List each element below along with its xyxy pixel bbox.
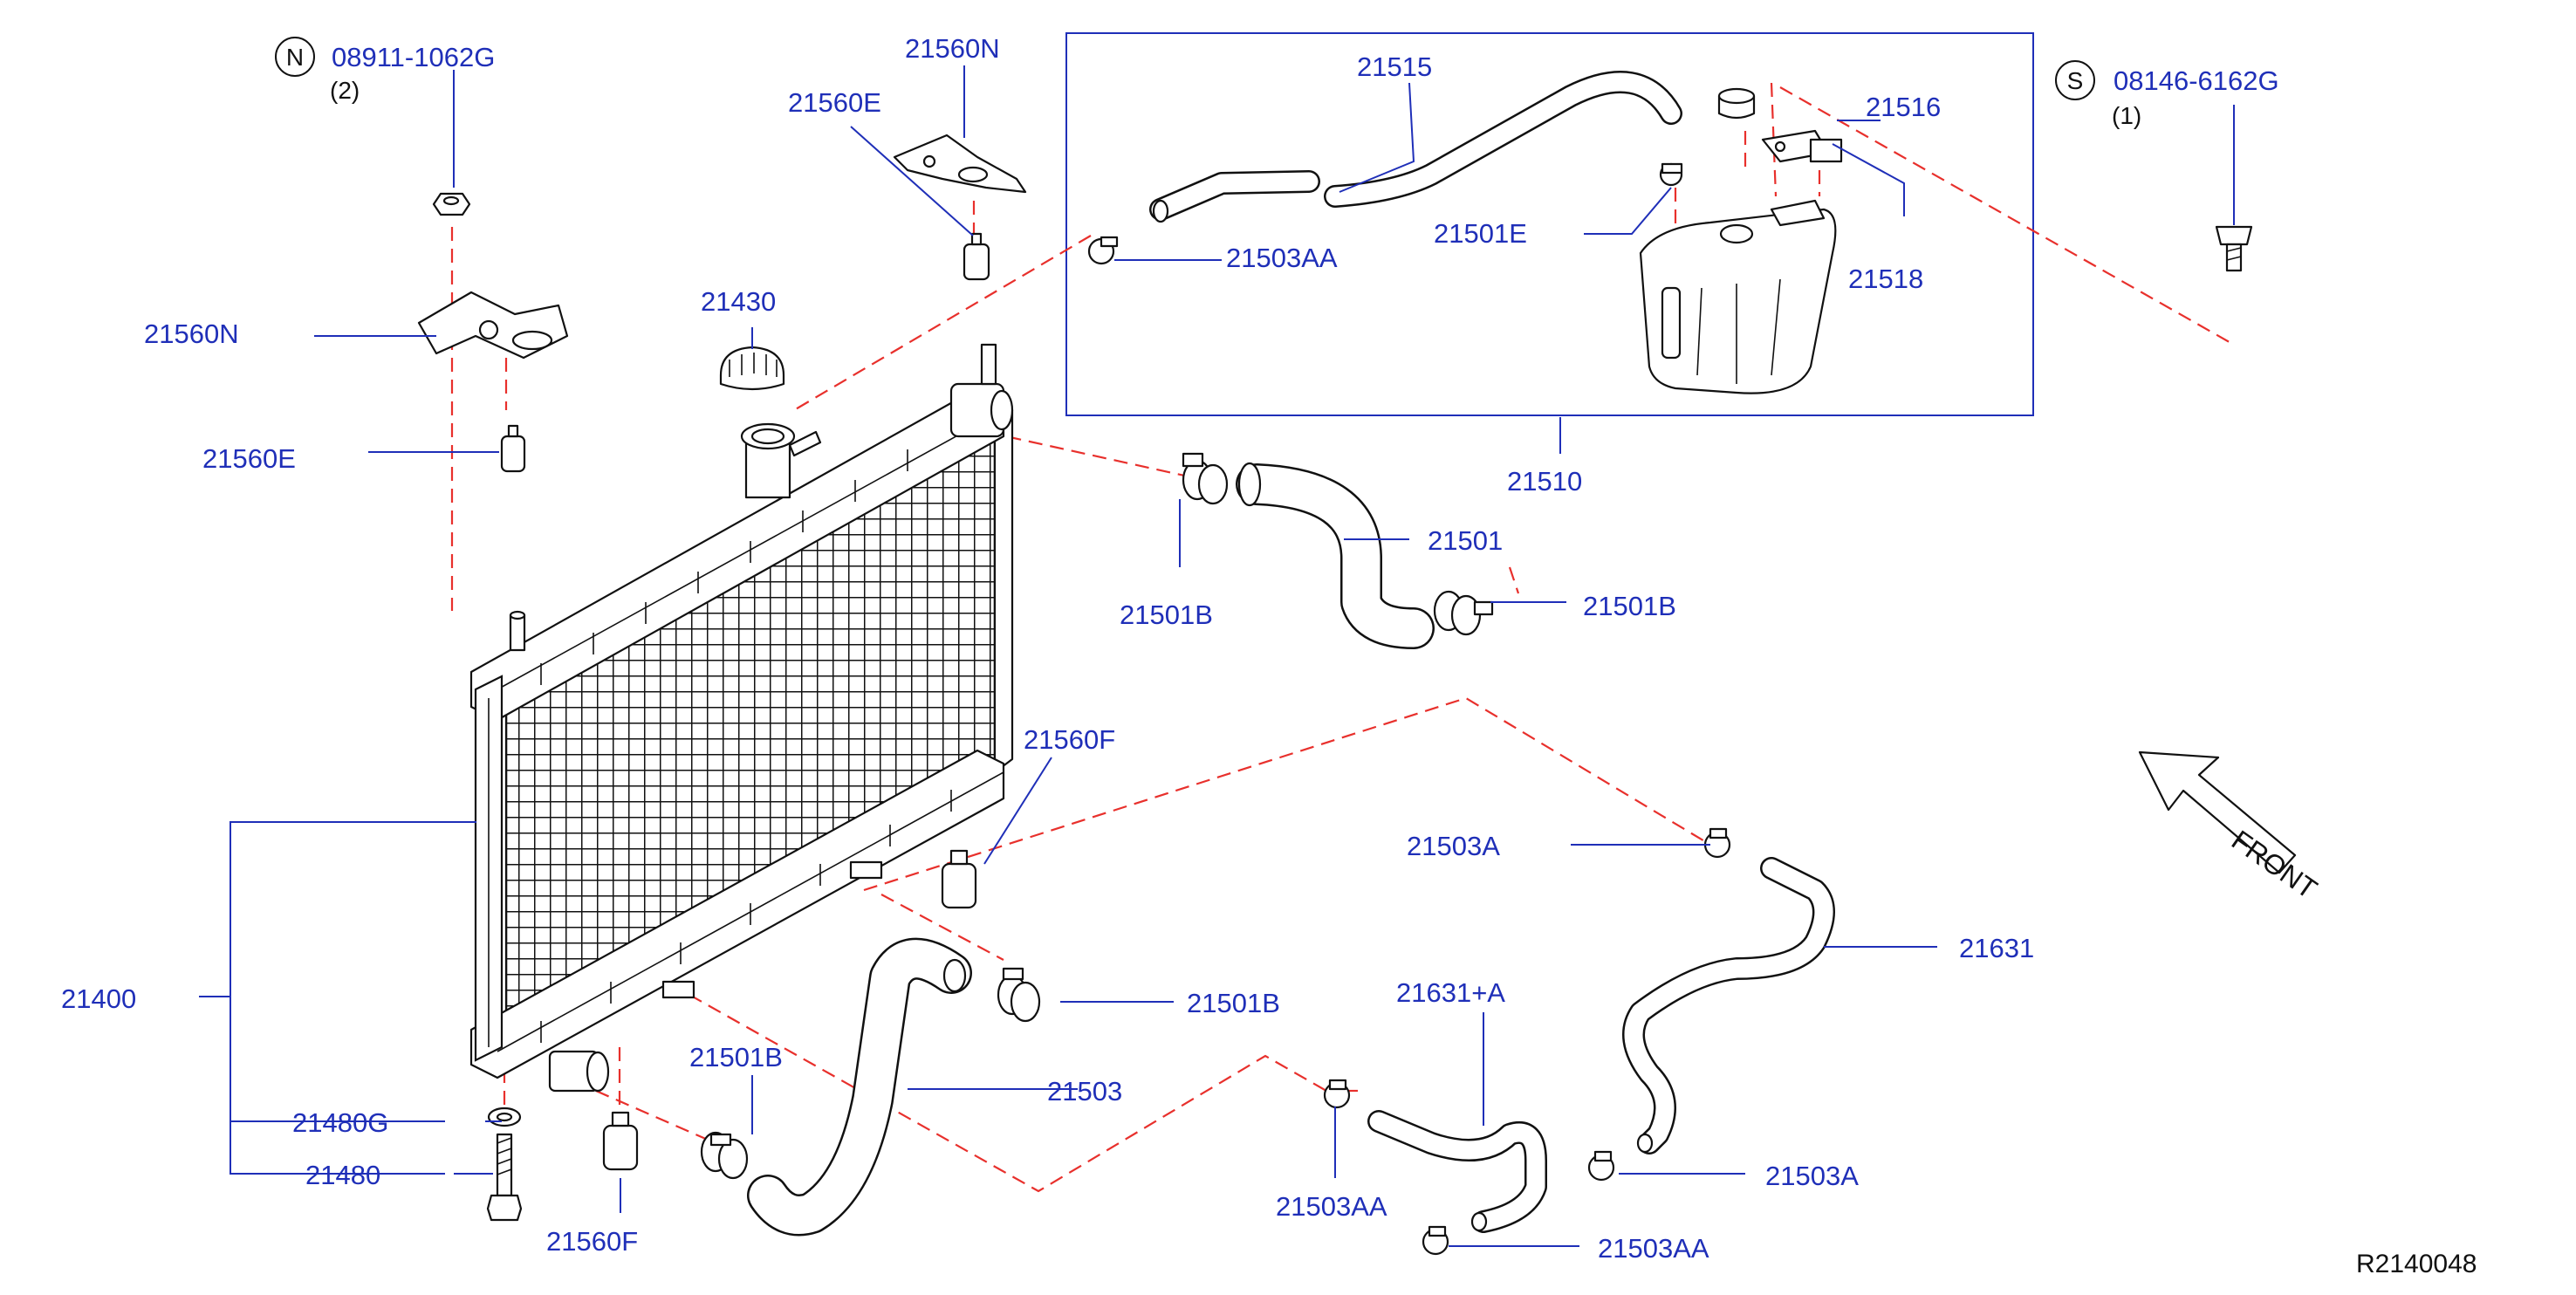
label-21501: 21501 xyxy=(1428,525,1503,556)
clamp-21503AA-a-icon xyxy=(1323,1079,1351,1109)
hose-21631-icon xyxy=(1622,857,1835,1155)
label-21631: 21631 xyxy=(1959,933,2034,963)
label-21510: 21510 xyxy=(1507,466,1582,497)
radiator-lower-tank xyxy=(469,749,1005,1079)
label-21560F-bottom: 21560F xyxy=(546,1226,638,1257)
label-21501E: 21501E xyxy=(1434,218,1527,249)
label-21560N-top: 21560N xyxy=(905,33,1000,64)
radiator-upper-outlet xyxy=(949,343,1014,438)
upper-hose-21501-icon xyxy=(1236,462,1435,649)
screw-08146-icon xyxy=(2215,225,2253,272)
reservoir-cap-icon xyxy=(1717,87,1756,120)
label-21560F-right: 21560F xyxy=(1024,724,1115,755)
label-21480G: 21480G xyxy=(292,1107,388,1138)
reservoir-clamp-21501E-icon xyxy=(1659,162,1683,187)
leader-lines xyxy=(199,65,2235,1247)
label-21515: 21515 xyxy=(1357,51,1432,82)
front-label: FRONT xyxy=(2226,824,2323,905)
label-21501B-c: 21501B xyxy=(1187,988,1280,1018)
washer-21480G-icon xyxy=(487,1107,522,1127)
clamp-21503A-a-icon xyxy=(1703,827,1731,859)
diagram-id: R2140048 xyxy=(2356,1250,2477,1278)
mount-rubber-21560E-top-icon xyxy=(963,232,990,281)
label-21400: 21400 xyxy=(61,983,136,1014)
std-part-N-qty: (2) xyxy=(330,77,360,104)
std-part-S: S 08146-6162G (1) xyxy=(2055,60,2279,129)
radiator-cooler-nipples xyxy=(661,860,883,999)
label-21503A-b: 21503A xyxy=(1765,1161,1859,1191)
std-part-N: N 08911-1062G (2) xyxy=(275,37,495,104)
clamp-21501B-lower-a-icon xyxy=(997,967,1041,1023)
label-21503AA-top: 21503AA xyxy=(1226,243,1338,273)
clamp-21503A-b-icon xyxy=(1587,1150,1615,1182)
std-part-S-number: 08146-6162G xyxy=(2114,65,2279,96)
label-21560N-left: 21560N xyxy=(144,319,239,349)
bolt-21480-icon xyxy=(486,1133,523,1222)
reservoir-group-box xyxy=(1065,32,2034,416)
label-21501B-b: 21501B xyxy=(1583,591,1676,621)
clamp-21503AA-top-icon xyxy=(1087,236,1119,265)
label-21503AA-b: 21503AA xyxy=(1598,1233,1709,1264)
hose-21631A-icon xyxy=(1367,1110,1547,1233)
radiator-lower-outlet xyxy=(548,1050,610,1093)
label-21480: 21480 xyxy=(305,1160,380,1190)
bracket-21560N-left-icon xyxy=(417,291,569,360)
std-part-S-symbol: S xyxy=(2067,67,2084,94)
front-arrow-icon xyxy=(2138,750,2297,874)
mount-rubber-21560F-bottom-icon xyxy=(602,1111,639,1171)
label-21631A: 21631+A xyxy=(1396,977,1505,1008)
label-21503AA-a: 21503AA xyxy=(1276,1191,1387,1222)
reservoir-tank-icon xyxy=(1639,199,1837,394)
label-21516: 21516 xyxy=(1866,92,1941,122)
label-21560E-top: 21560E xyxy=(788,87,881,118)
bracket-21560N-top-icon xyxy=(893,134,1027,194)
lower-hose-21503-icon xyxy=(747,937,972,1237)
clamp-21501B-upper-b-icon xyxy=(1433,590,1494,636)
radiator-bleed-pipe xyxy=(509,610,526,652)
clamp-21501B-upper-a-icon xyxy=(1182,452,1229,505)
label-21503A-a: 21503A xyxy=(1407,831,1500,861)
std-part-N-number: 08911-1062G xyxy=(332,42,495,72)
label-21503: 21503 xyxy=(1047,1076,1122,1107)
reservoir-hose-21515-icon xyxy=(1149,71,1682,223)
radiator-left-tank xyxy=(474,675,504,1062)
label-21560E-left: 21560E xyxy=(202,443,296,474)
std-part-N-symbol: N xyxy=(286,44,304,71)
radiator-cap-icon xyxy=(719,346,785,391)
std-part-S-qty: (1) xyxy=(2112,102,2141,129)
mount-rubber-21560F-right-icon xyxy=(941,849,977,909)
radiator-filler-neck xyxy=(740,422,822,499)
reservoir-bracket-icon xyxy=(1761,129,1843,163)
label-21501B-a: 21501B xyxy=(1120,600,1213,630)
clamp-21503AA-b-icon xyxy=(1422,1225,1449,1256)
label-21501B-d: 21501B xyxy=(689,1042,783,1072)
clamp-21501B-lower-b-icon xyxy=(700,1131,749,1180)
label-21430: 21430 xyxy=(701,286,776,317)
nut-08911-icon xyxy=(432,192,471,216)
mount-rubber-21560E-left-icon xyxy=(500,424,526,473)
label-21518: 21518 xyxy=(1848,264,1923,294)
